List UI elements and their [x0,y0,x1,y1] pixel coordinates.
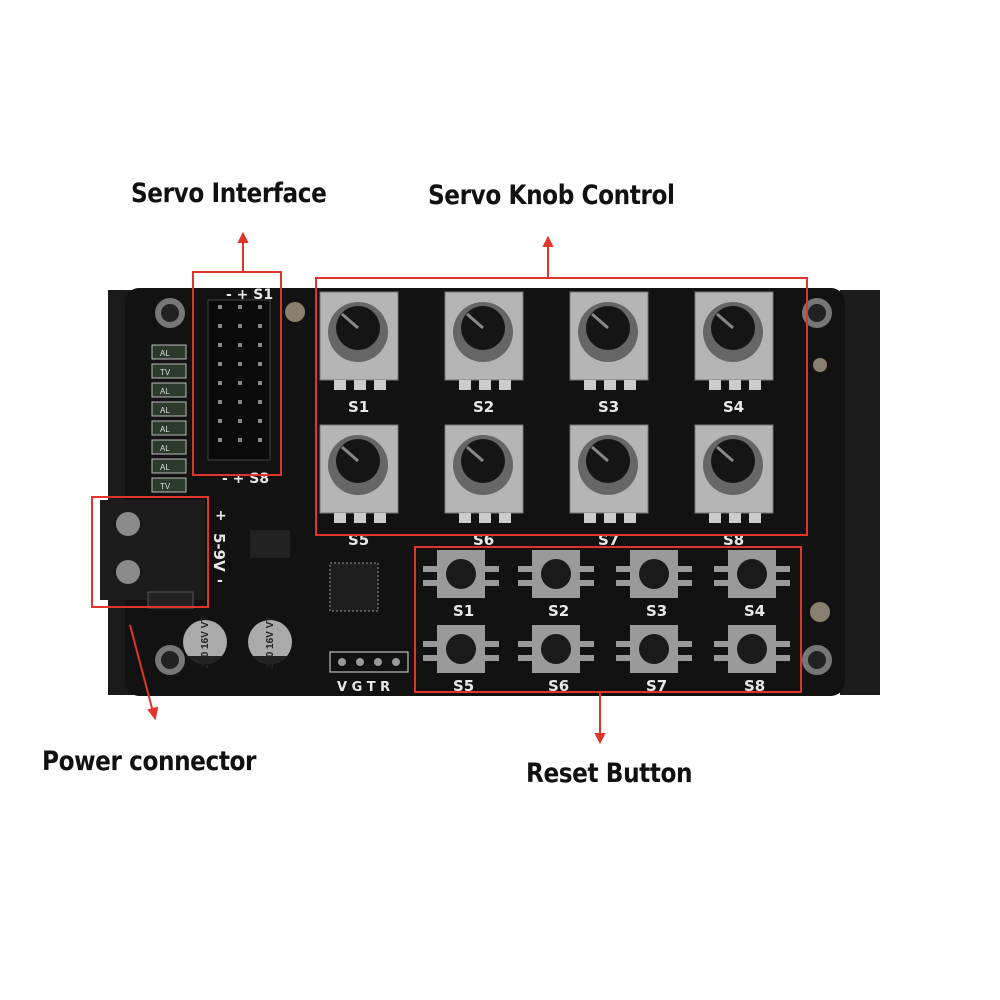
uart-label: V G T R [337,680,390,695]
button-label: S2 [548,602,569,620]
potentiometer-knob[interactable] [319,424,399,523]
power-terminal [100,500,205,600]
reset-button-box [414,546,802,693]
smd-led: AL [151,401,187,417]
button-label: S5 [453,677,474,695]
svg-text:220 16V VT: 220 16V VT [200,616,211,669]
knob-label: S3 [598,398,619,416]
potentiometer-knob[interactable] [444,424,524,523]
smd-led: TV [151,363,187,379]
knob-label: S4 [723,398,744,416]
header-pins [218,305,262,442]
svg-text:TV: TV [160,482,171,491]
reset-button[interactable] [518,550,594,598]
potentiometer-knob[interactable] [694,424,774,523]
callout-power-connector: Power connector [42,746,257,777]
reset-button[interactable] [714,550,790,598]
reset-button[interactable] [616,550,692,598]
callout-servo-interface: Servo Interface [131,178,327,209]
power-minus-label: - [217,573,223,589]
header-bottom-label: - + S8 [222,471,269,487]
svg-text:220 16V VT: 220 16V VT [265,616,276,669]
callout-servo-knob-control: Servo Knob Control [428,180,675,211]
button-label: S4 [744,602,765,620]
svg-text:TV: TV [160,368,171,377]
annotation-arrows [129,231,606,745]
button-label: S6 [548,677,569,695]
svg-text:AL: AL [160,425,170,434]
servo-interface-box [192,271,282,476]
smd-led: AL [151,344,187,360]
capacitor: 220 16V VT [248,616,292,669]
terminal-screw [116,560,140,584]
smd-led: AL [151,439,187,455]
mounting-holes [155,298,832,675]
svg-text:AL: AL [160,406,170,415]
potentiometer-knob[interactable] [319,291,399,390]
button-label: S8 [744,677,765,695]
power-connector-box [91,496,209,608]
servo-knob-box [315,277,808,536]
reset-button[interactable] [423,550,499,598]
smd-led: TV [151,477,187,493]
potentiometer-knob[interactable] [569,291,649,390]
annotation-boxes [91,271,808,693]
header-top-label: - + S1 [226,287,273,303]
reset-button[interactable] [616,625,692,673]
right-rail [840,290,880,695]
knob-label: S2 [473,398,494,416]
svg-text:AL: AL [160,387,170,396]
smd-led: AL [151,382,187,398]
power-plus-label: + [215,508,227,524]
knob-label: S1 [348,398,369,416]
reset-button[interactable] [423,625,499,673]
potentiometer-knob[interactable] [694,291,774,390]
button-label: S7 [646,677,667,695]
knob-label: S5 [348,531,369,549]
voltage-regulator [250,530,290,558]
button-label: S1 [453,602,474,620]
smd-led: AL [151,458,187,474]
callout-reset-button: Reset Button [526,758,693,789]
uart-header [329,651,409,673]
svg-text:AL: AL [160,463,170,472]
reset-button[interactable] [714,625,790,673]
microcontroller-chip [329,562,379,612]
terminal-screw [116,512,140,536]
capacitor: 220 16V VT [183,616,227,669]
svg-text:AL: AL [160,349,170,358]
power-voltage-label: 5-9V [210,533,228,572]
button-label: S3 [646,602,667,620]
led-column: AL TV AL AL AL AL AL TV [151,344,187,493]
reset-button[interactable] [518,625,594,673]
svg-text:AL: AL [160,444,170,453]
potentiometer-knob[interactable] [569,424,649,523]
potentiometer-knob[interactable] [444,291,524,390]
smd-led: AL [151,420,187,436]
